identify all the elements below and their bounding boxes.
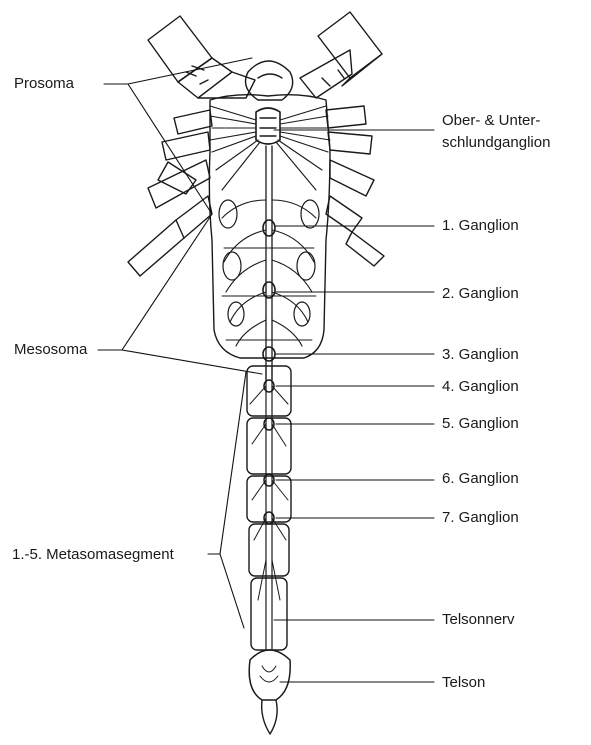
nerve-cord [266,146,272,380]
label-metasoma: 1.-5. Metasomasegment [12,546,174,564]
telson-bulb [249,650,290,700]
label-ganglion-5: 5. Ganglion [442,415,519,433]
label-telsonnerv: Telsonnerv [442,611,515,629]
label-ganglion-7: 7. Ganglion [442,509,519,527]
left-legs [128,110,212,276]
label-ganglion-6: 6. Ganglion [442,470,519,488]
metasoma-segments [247,366,291,650]
book-lung-ovals [219,200,319,326]
label-ober-unter-line1: Ober- & Unter- [442,112,540,130]
label-ober-unter-line2: schlundganglion [442,134,550,152]
left-pedipalp [148,16,255,98]
label-prosoma: Prosoma [14,75,74,93]
label-ganglion-2: 2. Ganglion [442,285,519,303]
label-mesosoma: Mesosoma [14,341,87,359]
metasoma-cord [266,366,272,650]
label-ganglion-4: 4. Ganglion [442,378,519,396]
ganglion-1-node [263,220,275,236]
label-ganglion-3: 3. Ganglion [442,346,519,364]
telson-sting [262,700,277,734]
label-ganglion-1: 1. Ganglion [442,217,519,235]
ganglion-3-node [263,347,275,361]
label-telson: Telson [442,674,485,692]
right-pedipalp [300,12,382,98]
brain [256,108,280,144]
